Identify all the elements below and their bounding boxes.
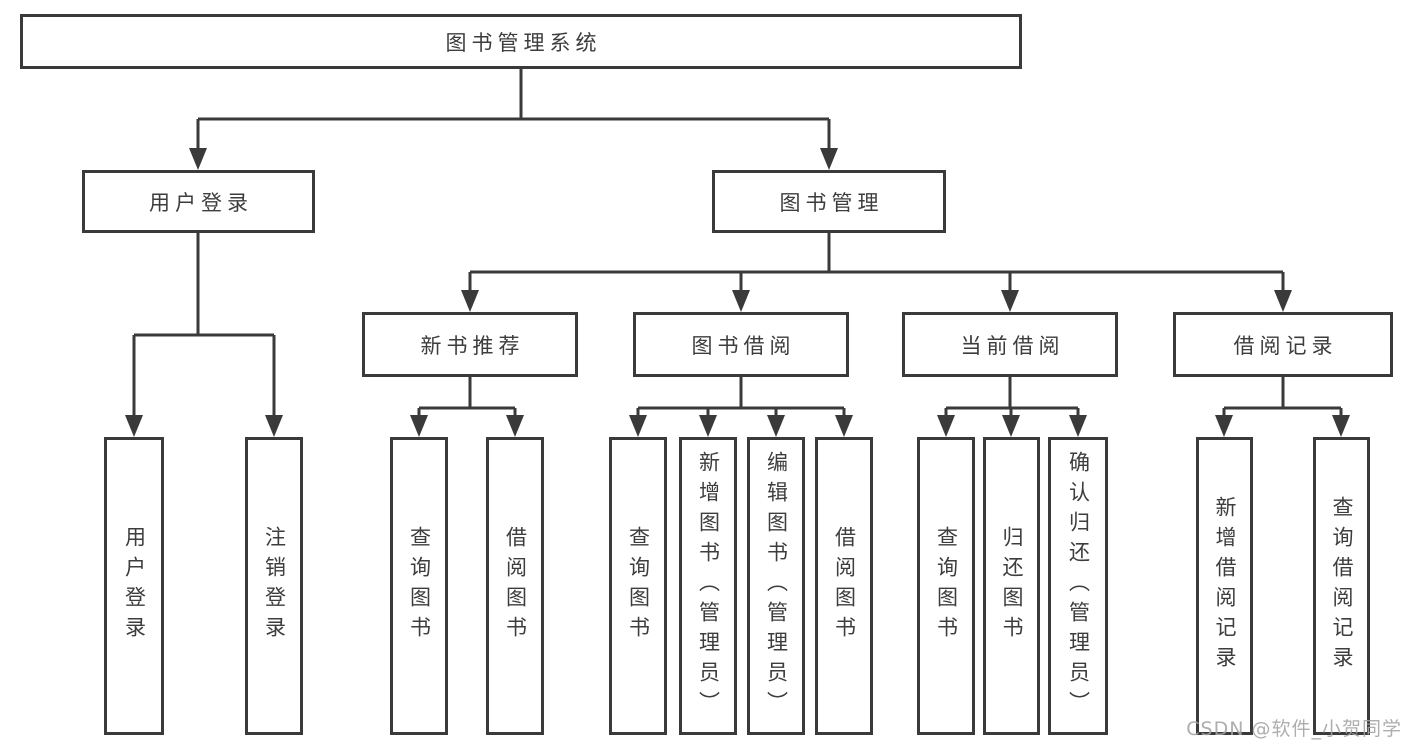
leaf-label: 归还图书	[1000, 526, 1024, 646]
node-label: 新书推荐	[420, 333, 525, 358]
leaf-label: 编辑图书（管理员）	[764, 451, 789, 721]
leaf-label: 借阅图书	[832, 526, 857, 646]
node-new-book-recommend: 新书推荐	[362, 312, 578, 377]
node-book-borrowing: 图书借阅	[633, 312, 849, 377]
node-borrowing-records: 借阅记录	[1173, 312, 1393, 377]
leaf-logout: 注销登录	[245, 437, 303, 735]
node-label: 用户登录	[149, 190, 253, 215]
node-label: 当前借阅	[960, 333, 1065, 358]
node-user-login: 用户登录	[82, 170, 315, 233]
leaf-label: 查询图书	[934, 526, 959, 646]
leaf-return-books: 归还图书	[983, 437, 1040, 735]
node-label: 图书借阅	[691, 333, 796, 358]
leaf-query-books-current: 查询图书	[917, 437, 975, 735]
leaf-label: 注销登录	[262, 526, 287, 646]
node-label: 借阅记录	[1233, 333, 1338, 358]
leaf-edit-books-admin: 编辑图书（管理员）	[747, 437, 805, 735]
leaf-label: 确认归还（管理员）	[1066, 451, 1091, 721]
leaf-label: 借阅图书	[503, 526, 528, 646]
leaf-label: 查询借阅记录	[1330, 496, 1354, 676]
leaf-borrow-books: 借阅图书	[815, 437, 873, 735]
node-label: 图书管理系统	[445, 30, 602, 55]
node-library-system: 图书管理系统	[20, 14, 1022, 69]
leaf-label: 新增图书（管理员）	[696, 451, 721, 721]
leaf-query-books-recommend: 查询图书	[390, 437, 448, 735]
leaf-label: 查询图书	[407, 526, 432, 646]
leaf-borrow-books-recommend: 借阅图书	[486, 437, 544, 735]
arrowheads	[125, 148, 1350, 437]
leaf-label: 查询图书	[626, 526, 651, 646]
leaf-add-books-admin: 新增图书（管理员）	[679, 437, 737, 735]
node-current-borrowing: 当前借阅	[902, 312, 1118, 377]
leaf-confirm-return-admin: 确认归还（管理员）	[1048, 437, 1108, 735]
node-label: 图书管理	[779, 190, 884, 215]
leaf-add-borrow-record: 新增借阅记录	[1196, 437, 1253, 735]
leaf-label: 用户登录	[122, 526, 147, 646]
node-book-management: 图书管理	[712, 170, 946, 233]
leaf-query-borrow-record: 查询借阅记录	[1313, 437, 1370, 735]
leaf-label: 新增借阅记录	[1213, 496, 1237, 676]
csdn-watermark: CSDN @软件_小贺同学	[1186, 718, 1402, 740]
leaf-query-books-borrow: 查询图书	[609, 437, 667, 735]
leaf-user-login: 用户登录	[104, 437, 164, 735]
